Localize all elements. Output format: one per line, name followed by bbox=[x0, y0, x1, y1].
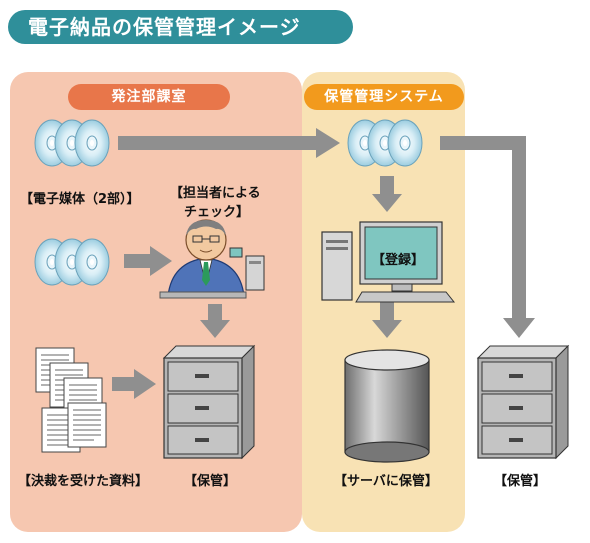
cabinet-right-icon bbox=[477, 345, 569, 459]
staff-check-label-line1: 【担当者による bbox=[170, 186, 261, 201]
cd-stack-system bbox=[347, 119, 423, 167]
approved-docs-label: 【決裁を受けた資料】 bbox=[18, 474, 149, 489]
server-database-icon bbox=[344, 349, 430, 463]
diagram-title: 電子納品の保管管理イメージ bbox=[8, 10, 353, 44]
staff-person-icon bbox=[159, 219, 265, 299]
staff-check-label-line2: チェック】 bbox=[184, 205, 250, 220]
server-storage-label: 【サーバに保管】 bbox=[334, 474, 438, 489]
arrows bbox=[112, 128, 535, 399]
storage-left-label: 【保管】 bbox=[184, 474, 237, 489]
storage-system-label: 保管管理システム bbox=[304, 84, 464, 110]
electronic-media-label: 【電子媒体（2部）】 bbox=[20, 192, 140, 207]
cd-stack-top bbox=[34, 119, 110, 167]
register-label: 【登録】 bbox=[372, 253, 425, 268]
documents-icon bbox=[35, 347, 107, 453]
storage-right-label: 【保管】 bbox=[494, 474, 547, 489]
cabinet-left-icon bbox=[163, 345, 255, 459]
computer-icon bbox=[321, 221, 456, 303]
cd-stack-middle bbox=[34, 238, 110, 286]
ordering-dept-label: 発注部課室 bbox=[68, 84, 230, 110]
